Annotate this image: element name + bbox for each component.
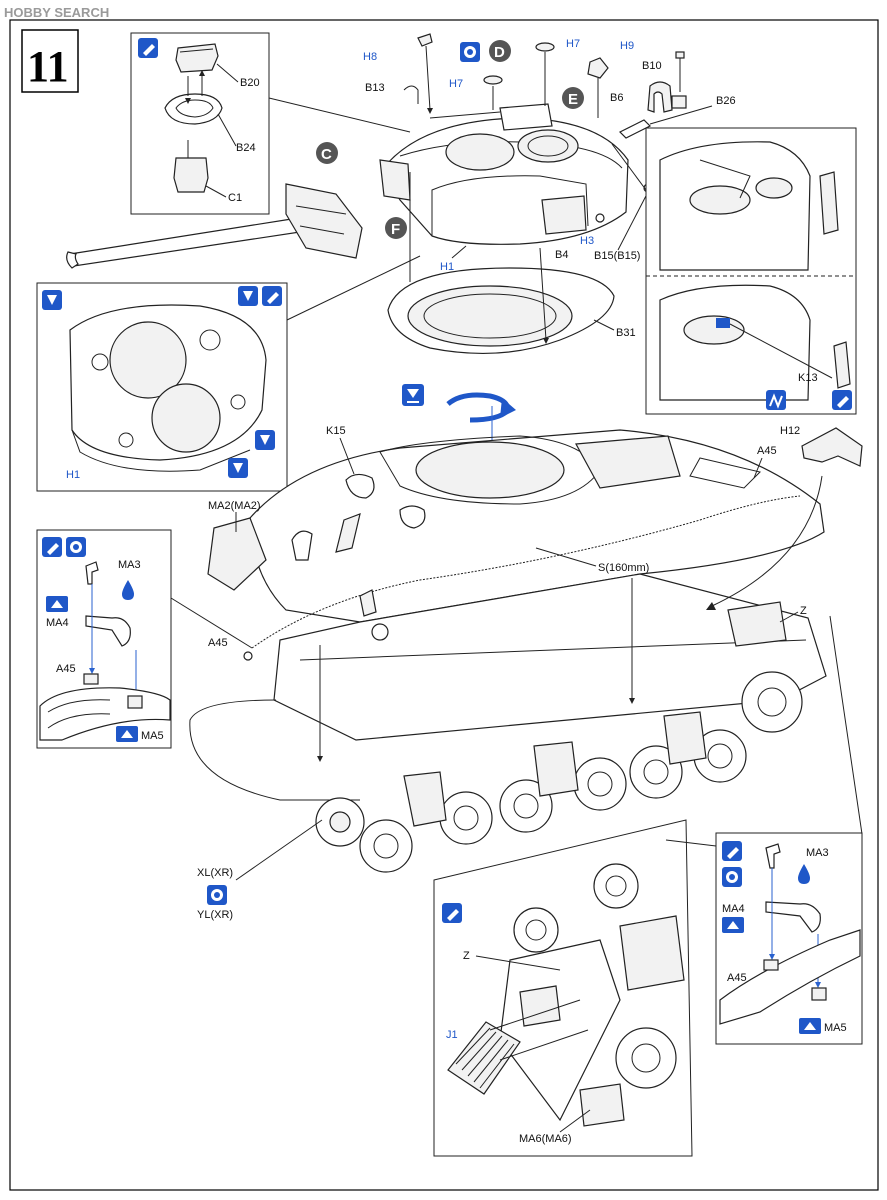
flip-icon — [402, 384, 424, 406]
cement-icon — [42, 290, 62, 310]
label-Z2: Z — [463, 950, 470, 962]
turret-assembly — [66, 103, 629, 269]
option-icon — [722, 867, 742, 887]
label-B6: B6 — [610, 92, 623, 104]
inset-rear-underside: Z J1 MA6(MA6) — [433, 819, 693, 1157]
leader-line — [665, 615, 863, 847]
label-MA4b: MA4 — [722, 903, 745, 915]
label-H12: H12 — [780, 425, 800, 437]
label-YL: YL(XR) — [197, 909, 233, 921]
label-S: S(160mm) — [598, 562, 649, 574]
label-MA4a: MA4 — [46, 617, 69, 629]
svg-text:E: E — [568, 91, 578, 108]
label-C1: C1 — [228, 192, 242, 204]
label-MA5b: MA5 — [824, 1022, 847, 1034]
paint-drop-icon — [122, 580, 134, 600]
label-H1: H1 — [440, 261, 454, 273]
label-B10: B10 — [642, 60, 662, 72]
leader-line — [170, 597, 253, 649]
label-K13: K13 — [798, 372, 818, 384]
svg-text:F: F — [391, 221, 400, 238]
glue-icon — [42, 537, 62, 557]
label-MA2: MA2(MA2) — [208, 500, 261, 512]
page-frame — [9, 19, 879, 1191]
label-H8: H8 — [363, 51, 377, 63]
step-number: 11 — [27, 42, 69, 91]
marker-D: D — [489, 40, 511, 62]
leader-line — [611, 143, 647, 191]
step-number-box: 11 — [21, 29, 79, 93]
label-B20: B20 — [240, 77, 260, 89]
road-wheels — [315, 671, 803, 873]
cement-icon — [255, 430, 275, 450]
glue-icon — [442, 903, 462, 923]
inset-turret-underside: H1 — [36, 282, 288, 492]
arrow-up-icon — [46, 596, 68, 612]
arrow-up-icon — [116, 726, 138, 742]
cement-icon — [138, 38, 158, 58]
photo-etch-icon — [766, 390, 786, 410]
label-MA6: MA6(MA6) — [519, 1133, 572, 1145]
svg-text:C: C — [321, 146, 332, 163]
label-H9: H9 — [620, 40, 634, 52]
option-icon — [66, 537, 86, 557]
leader-line — [286, 255, 421, 321]
label-H1b: H1 — [66, 469, 80, 481]
label-J1: J1 — [446, 1029, 458, 1041]
inset-fender-right: MA3 MA4 A45 MA5 — [715, 832, 863, 1045]
glue-icon — [832, 390, 852, 410]
label-A45c: A45 — [56, 663, 76, 675]
turret-ring-B31 — [387, 172, 615, 355]
paint-drop-icon — [798, 864, 810, 884]
cement-icon — [228, 458, 248, 478]
label-B24: B24 — [236, 142, 256, 154]
label-B13: B13 — [365, 82, 385, 94]
label-B26: B26 — [716, 95, 736, 107]
label-Z1: Z — [800, 605, 807, 617]
marker-C: C — [316, 142, 338, 164]
leader-line — [268, 97, 411, 133]
label-B15: B15(B15) — [594, 250, 640, 262]
label-A45b: A45 — [208, 637, 228, 649]
label-A45d: A45 — [727, 972, 747, 984]
label-H7b: H7 — [449, 78, 463, 90]
label-XL: XL(XR) — [197, 867, 233, 879]
rotate-icon — [446, 392, 516, 423]
option-icon — [207, 885, 227, 905]
inset-fender-left: MA3 MA4 A45 MA5 — [36, 529, 172, 749]
glue-icon — [722, 841, 742, 861]
marker-F: F — [385, 217, 407, 239]
inset-turret-detail: K13 — [645, 127, 857, 415]
watermark: HOBBY SEARCH — [4, 5, 109, 20]
label-MA3b: MA3 — [806, 847, 829, 859]
label-H7a: H7 — [566, 38, 580, 50]
label-A45a: A45 — [757, 445, 777, 457]
arrow-up-icon — [722, 917, 744, 933]
arrow-up-icon — [799, 1018, 821, 1034]
label-B31: B31 — [616, 327, 636, 339]
option-icon — [460, 42, 480, 62]
cement-icon — [238, 286, 258, 306]
label-B4: B4 — [555, 249, 568, 261]
label-MA5a: MA5 — [141, 730, 164, 742]
marker-E: E — [562, 87, 584, 109]
svg-text:D: D — [494, 44, 505, 61]
label-K15: K15 — [326, 425, 346, 437]
label-MA3a: MA3 — [118, 559, 141, 571]
hull-assembly — [189, 429, 827, 873]
glue-icon — [262, 286, 282, 306]
label-H3: H3 — [580, 235, 594, 247]
inset-hatch-assembly: B20 B24 C1 — [130, 32, 270, 215]
